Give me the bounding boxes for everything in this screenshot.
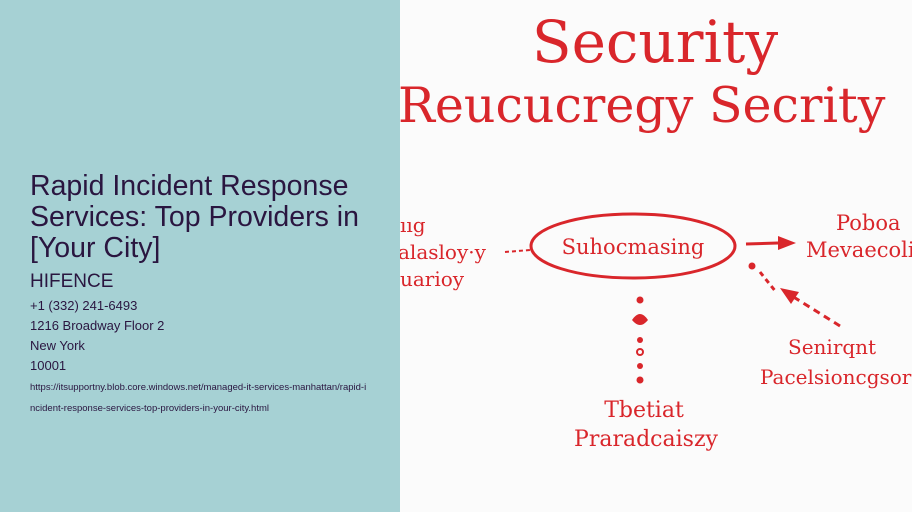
info-panel: Rapid Incident Response Services: Top Pr… — [0, 0, 400, 512]
lower-right-label-1: Senirqnt — [788, 335, 876, 359]
phone-number[interactable]: +1 (332) 241-6493 — [30, 298, 138, 313]
bottom-label-2: Praradcaiszy — [574, 427, 719, 452]
right-label-2: Mevaecoli — [806, 238, 912, 262]
city: New York — [30, 338, 85, 353]
illustration-heading-2: Reucucregy Secrity — [400, 77, 886, 134]
left-label-2: alasloy·y — [400, 240, 487, 264]
right-arrow-line — [745, 241, 779, 246]
bottom-label-1: Tbetiat — [604, 398, 684, 423]
dot — [748, 262, 756, 270]
article-url[interactable]: https://itsupportny.blob.core.windows.ne… — [30, 382, 367, 414]
right-arrow-head — [778, 236, 796, 250]
company-name: HIFENCE — [30, 271, 114, 292]
lower-right-arrow-head — [780, 288, 799, 304]
heart-marker — [632, 314, 648, 325]
dot — [636, 376, 644, 384]
lower-right-label-2: Pacelsioncgsor — [760, 365, 912, 389]
left-connector — [504, 249, 531, 253]
ring-marker — [636, 348, 644, 356]
page-title: Rapid Incident Response Services: Top Pr… — [30, 170, 359, 264]
illustration-svg: Security Reucucregy Secrity Suhocmasing … — [400, 8, 912, 452]
street-address: 1216 Broadway Floor 2 — [30, 318, 165, 333]
left-label-3: uarioy — [400, 267, 465, 291]
left-label-1: ııg — [400, 213, 426, 237]
center-oval — [529, 212, 737, 280]
dot — [637, 363, 643, 369]
zip-code: 10001 — [30, 358, 67, 373]
security-illustration: Security Reucucregy Secrity Suhocmasing … — [400, 0, 912, 512]
illustration-heading-1: Security — [532, 8, 778, 76]
dot — [637, 337, 643, 343]
lower-right-arrow-line — [791, 294, 841, 328]
contact-info: HIFENCE +1 (332) 241-6493 1216 Broadway … — [30, 271, 395, 419]
diagonal-connector — [758, 271, 778, 293]
center-label: Suhocmasing — [562, 235, 705, 259]
dot — [636, 296, 644, 304]
right-label-1: Poboa — [836, 211, 901, 235]
